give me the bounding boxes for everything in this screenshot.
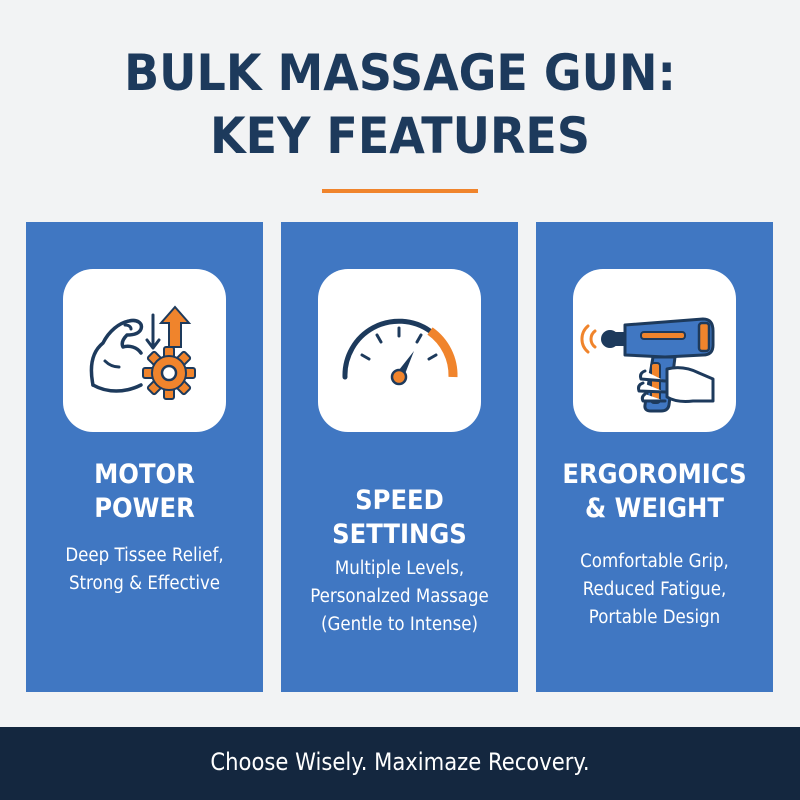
- feature-title-line-2: POWER: [94, 493, 195, 524]
- feature-description-line: Comfortable Grip,: [580, 551, 729, 572]
- feature-card-motor-power: MOTOR POWER Deep Tissee Relief, Strong &…: [26, 222, 263, 692]
- feature-title: ERGOROMICS & WEIGHT: [548, 458, 761, 526]
- feature-description-line: Deep Tissee Relief,: [65, 545, 224, 566]
- icon-tile: [573, 269, 736, 432]
- footer-tagline: Choose Wisely. Maximaze Recovery.: [210, 748, 590, 776]
- feature-card-ergonomics-weight: ERGOROMICS & WEIGHT Comfortable Grip, Re…: [536, 222, 773, 692]
- page-title: BULK MASSAGE GUN: KEY FEATURES: [32, 42, 768, 168]
- feature-description: Deep Tissee Relief, Strong & Effective: [38, 542, 251, 598]
- muscle-gear-icon: [89, 305, 196, 400]
- feature-description: Comfortable Grip, Reduced Fatigue, Porta…: [548, 548, 761, 632]
- feature-title-line-1: MOTOR: [94, 459, 195, 490]
- speedometer-icon: [342, 318, 458, 386]
- page-title-line-2: KEY FEATURES: [210, 107, 590, 165]
- feature-title-line-1: ERGOROMICS: [562, 459, 747, 490]
- title-underline: [322, 189, 478, 193]
- feature-description-line: (Gentle to Intense): [320, 614, 479, 635]
- feature-description-line: Reduced Fatigue,: [582, 579, 727, 600]
- feature-description-line: Portable Design: [588, 607, 721, 628]
- feature-title: MOTOR POWER: [38, 458, 251, 526]
- icon-tile: [318, 269, 481, 432]
- feature-title-line-2: & WEIGHT: [585, 493, 724, 524]
- feature-title-line-1: SPEED: [355, 485, 444, 516]
- feature-description-line: Multiple Levels,: [334, 558, 465, 579]
- feature-title-line-2: SETTINGS: [332, 519, 467, 550]
- feature-description-line: Personalzed Massage: [310, 586, 489, 607]
- icon-tile: [63, 269, 226, 432]
- footer-bar: Choose Wisely. Maximaze Recovery.: [0, 727, 800, 800]
- massage-gun-hand-icon: [580, 317, 715, 413]
- page-title-line-1: BULK MASSAGE GUN:: [124, 44, 676, 102]
- feature-title: SPEED SETTINGS: [293, 484, 506, 552]
- feature-description-line: Strong & Effective: [68, 573, 221, 594]
- feature-card-speed-settings: SPEED SETTINGS Multiple Levels, Personal…: [281, 222, 518, 692]
- feature-description: Multiple Levels, Personalzed Massage (Ge…: [293, 555, 506, 639]
